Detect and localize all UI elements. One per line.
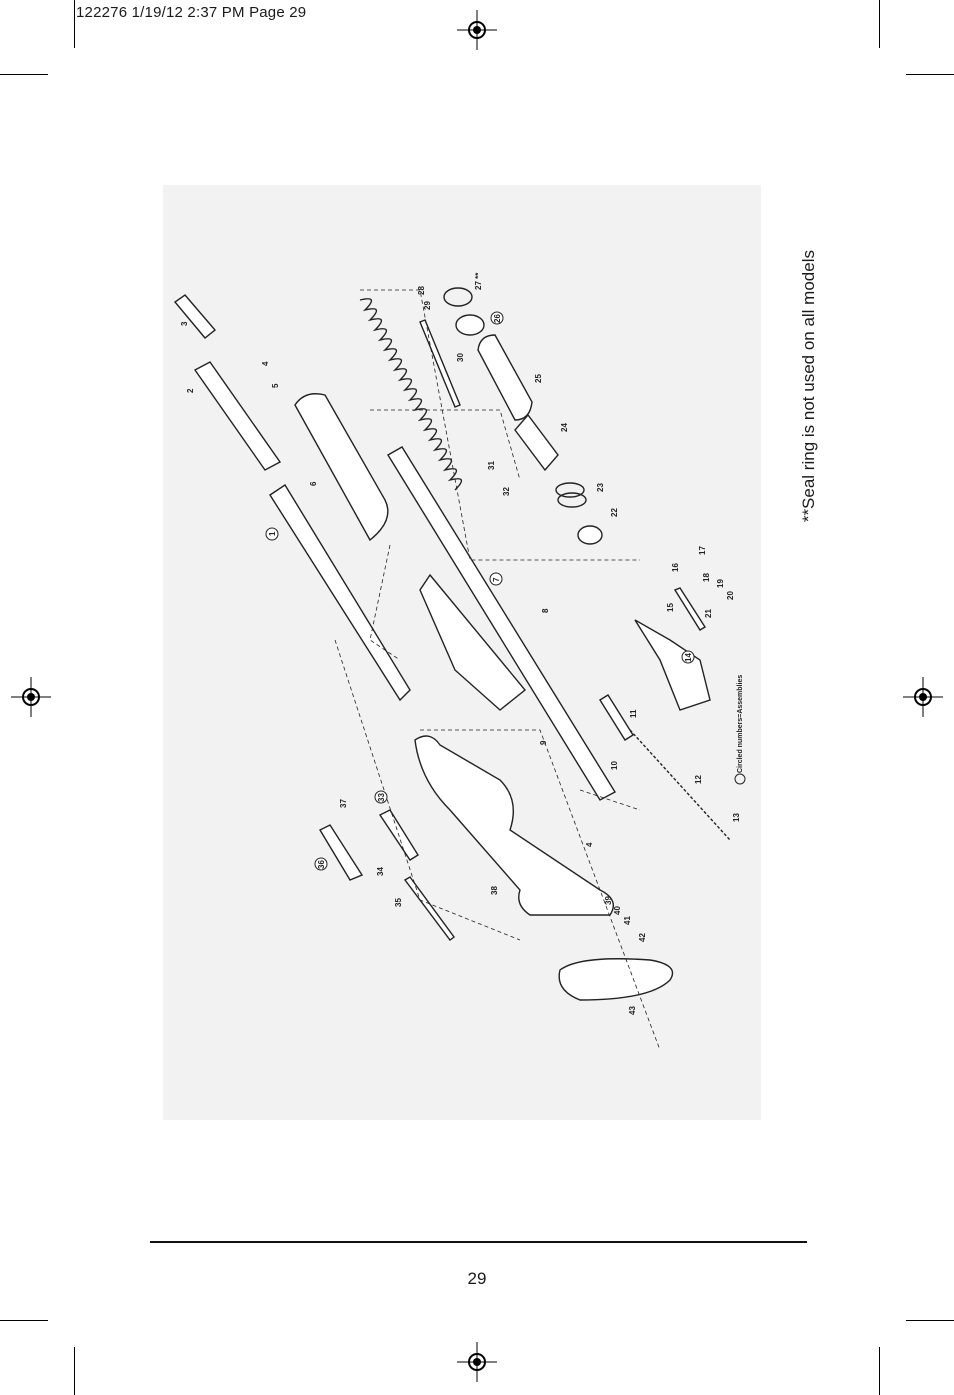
crop-mark bbox=[906, 1320, 954, 1321]
part-label: 3 bbox=[180, 321, 189, 326]
recoil-pad bbox=[558, 958, 674, 1001]
assembly-label: 7 bbox=[492, 577, 501, 582]
part-label: 9 bbox=[539, 740, 548, 745]
part-label: 43 bbox=[628, 1006, 637, 1015]
part-label: 39 bbox=[604, 896, 613, 905]
barrel-tube bbox=[387, 446, 616, 801]
part-label: 25 bbox=[534, 374, 543, 383]
part-label: 21 bbox=[704, 609, 713, 618]
part-label: 17 bbox=[698, 546, 707, 555]
part-label: 2 bbox=[186, 388, 195, 393]
part-label: 4 bbox=[585, 842, 594, 847]
bolt bbox=[319, 824, 364, 881]
crop-mark bbox=[906, 74, 954, 75]
part-label: 23 bbox=[596, 483, 605, 492]
part-label: 10 bbox=[610, 761, 619, 770]
assembly-label: 1 bbox=[268, 531, 277, 536]
barrel-top bbox=[193, 361, 282, 471]
part-label: 40 bbox=[613, 906, 622, 915]
assembly-label: 36 bbox=[317, 860, 326, 869]
part-label: 6 bbox=[309, 481, 318, 486]
part-label: 15 bbox=[666, 603, 675, 612]
receiver bbox=[419, 573, 526, 711]
part-label: 42 bbox=[638, 933, 647, 942]
assembly-label: 33 bbox=[377, 793, 386, 802]
part-label: 34 bbox=[376, 867, 385, 876]
registration-mark-icon bbox=[11, 677, 51, 717]
registration-mark-icon bbox=[457, 10, 497, 50]
part-label: 31 bbox=[487, 461, 496, 470]
buffer-spring bbox=[629, 729, 731, 841]
part-label: 32 bbox=[502, 487, 511, 496]
spring bbox=[359, 298, 463, 491]
part-label: 20 bbox=[726, 591, 735, 600]
part-label: 11 bbox=[629, 709, 638, 718]
forend bbox=[294, 393, 389, 542]
crop-mark bbox=[0, 74, 48, 75]
part-label: 16 bbox=[671, 563, 680, 572]
rod bbox=[419, 319, 461, 408]
part-label: 29 bbox=[423, 301, 432, 310]
trigger-parts bbox=[673, 587, 706, 631]
bushing bbox=[514, 413, 559, 472]
tube bbox=[477, 334, 533, 421]
part-label: 30 bbox=[456, 353, 465, 362]
part-label: 8 bbox=[541, 608, 550, 613]
part-label: 19 bbox=[716, 579, 725, 588]
crop-mark bbox=[74, 0, 75, 48]
diagram-drawing: 3 2 4 5 6 1 28 29 27 ** 26 30 25 24 31 3… bbox=[173, 272, 746, 1051]
assembly-label: 14 bbox=[684, 653, 693, 662]
cap bbox=[173, 294, 217, 339]
assembly-label: 26 bbox=[493, 314, 502, 323]
exploded-parts-diagram: 3 2 4 5 6 1 28 29 27 ** 26 30 25 24 31 3… bbox=[163, 185, 761, 1120]
crop-mark bbox=[879, 1347, 880, 1395]
part-label: 13 bbox=[732, 813, 741, 822]
part-label: 24 bbox=[560, 423, 569, 432]
part-label: 41 bbox=[623, 916, 632, 925]
part-label: 22 bbox=[610, 508, 619, 517]
firing-pin bbox=[403, 876, 455, 941]
legend-note: Circled numbers=Assemblies bbox=[737, 675, 744, 773]
crop-mark bbox=[0, 1320, 48, 1321]
registration-mark-icon bbox=[457, 1342, 497, 1382]
part-label: 4 bbox=[261, 361, 270, 366]
part-label: 27 ** bbox=[474, 272, 483, 290]
part-label: 28 bbox=[417, 286, 426, 295]
part-label: 5 bbox=[271, 383, 280, 388]
seal-ring-note: **Seal ring is not used on all models bbox=[799, 250, 818, 523]
part-label: 37 bbox=[339, 799, 348, 808]
plunger bbox=[599, 694, 634, 741]
registration-mark-icon bbox=[903, 677, 943, 717]
crop-mark bbox=[74, 1347, 75, 1395]
footer-rule bbox=[150, 1241, 807, 1243]
trigger-group bbox=[634, 619, 711, 711]
part-label: 35 bbox=[394, 898, 403, 907]
crop-mark bbox=[879, 0, 880, 48]
page-number: 29 bbox=[467, 1269, 487, 1288]
print-slug: 122276 1/19/12 2:37 PM Page 29 bbox=[76, 4, 307, 21]
part-label: 38 bbox=[490, 886, 499, 895]
magazine-tube bbox=[269, 484, 411, 702]
part-label: 18 bbox=[702, 573, 711, 582]
stock bbox=[414, 735, 614, 916]
part-label: 12 bbox=[694, 775, 703, 784]
